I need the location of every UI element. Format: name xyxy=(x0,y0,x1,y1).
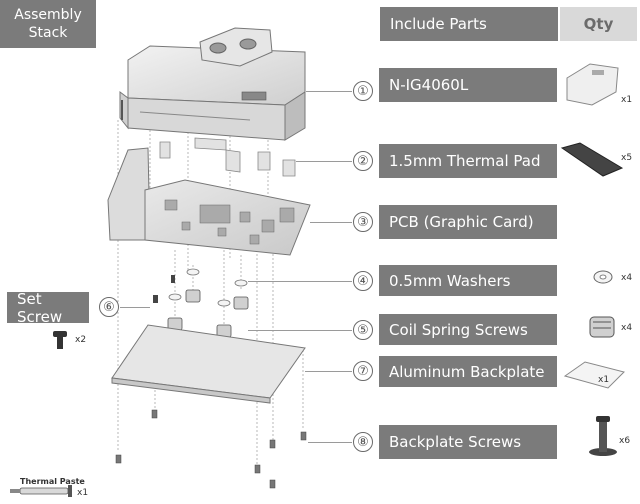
leader-line-5 xyxy=(248,330,352,331)
backplate-screws-group xyxy=(115,409,307,489)
waterblock xyxy=(119,27,306,141)
thermal-paste-qty: x1 xyxy=(77,488,89,498)
leader-line-1 xyxy=(306,91,352,92)
part-number-3: ③ xyxy=(353,212,373,232)
thermal-pad-icon xyxy=(560,142,624,177)
assembly-label-line1: Assembly xyxy=(14,7,82,23)
backplate xyxy=(111,324,306,404)
washers-group xyxy=(168,268,248,307)
washer-icon xyxy=(593,270,613,284)
thermal-paste-label: Thermal Paste xyxy=(20,477,85,486)
leader-line-7 xyxy=(305,371,352,372)
set-screw-label: Set Screw xyxy=(7,290,89,326)
part-label-8: Backplate Screws xyxy=(379,425,557,459)
leader-line-2 xyxy=(296,161,352,162)
part-number-8: ⑧ xyxy=(353,432,373,452)
backplate-icon xyxy=(563,361,625,389)
leader-line-6 xyxy=(120,307,150,308)
part-label-3: PCB (Graphic Card) xyxy=(379,205,557,239)
part-label-4: 0.5mm Washers xyxy=(379,265,557,296)
part-number-7: ⑦ xyxy=(353,361,373,381)
part-label-5: Coil Spring Screws xyxy=(379,314,557,345)
part-label-2: 1.5mm Thermal Pad xyxy=(379,144,557,178)
spring-screw-icon xyxy=(589,316,615,338)
thermal-paste-icon xyxy=(10,485,72,497)
part-number-5: ⑤ xyxy=(353,320,373,340)
part-label-7: Aluminum Backplate xyxy=(379,356,557,387)
part-qty-5: x4 xyxy=(621,323,633,333)
spring-screws-group xyxy=(167,289,249,338)
small-screws xyxy=(153,275,175,303)
backplate-screw-icon xyxy=(589,416,617,456)
part-qty-7: x1 xyxy=(598,375,610,385)
leader-line-3 xyxy=(310,222,352,223)
part-number-1: ① xyxy=(353,81,373,101)
thermal-pads xyxy=(159,137,296,177)
assembly-label-line2: Stack xyxy=(28,25,68,41)
waterblock-icon xyxy=(566,63,619,106)
set-screw-qty: x2 xyxy=(75,335,87,345)
part-label-1: N-IG4060L xyxy=(379,68,557,102)
leader-line-8 xyxy=(308,442,352,443)
part-number-2: ② xyxy=(353,151,373,171)
include-parts-header: Include Parts xyxy=(380,7,558,41)
part-qty-4: x4 xyxy=(621,273,633,283)
leader-line-4 xyxy=(248,281,352,282)
part-qty-2: x5 xyxy=(621,153,633,163)
assembly-stack-label: Assembly Stack xyxy=(0,0,96,48)
set-screw-icon xyxy=(53,331,67,349)
pcb-board xyxy=(107,147,311,256)
part-qty-1: x1 xyxy=(621,95,633,105)
set-screw-number: ⑥ xyxy=(99,297,119,317)
part-number-4: ④ xyxy=(353,271,373,291)
qty-header: Qty xyxy=(560,7,637,41)
part-qty-8: x6 xyxy=(619,436,631,446)
